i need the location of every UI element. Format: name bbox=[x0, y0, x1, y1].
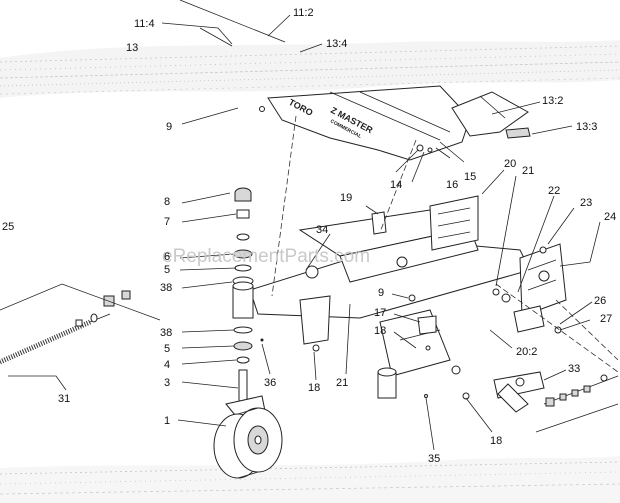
callout-8: 8 bbox=[164, 196, 170, 208]
callout-24: 24 bbox=[604, 211, 616, 223]
caster-stack bbox=[232, 187, 264, 405]
callout-23: 23 bbox=[580, 197, 592, 209]
assembly-lines bbox=[271, 115, 619, 373]
callout-38-top: 38 bbox=[160, 282, 172, 294]
threaded-rod bbox=[0, 283, 161, 365]
control-panel: TORO Z MASTER COMMERCIAL bbox=[267, 85, 471, 161]
hardware bbox=[259, 106, 608, 400]
side-plate bbox=[492, 243, 567, 333]
callout-20: 20 bbox=[504, 158, 516, 170]
callout-5-top: 5 bbox=[164, 264, 170, 276]
callout-34: 34 bbox=[316, 224, 328, 236]
callout-18-bottom: 18 bbox=[490, 435, 502, 447]
callout-18-mid: 18 bbox=[374, 325, 386, 337]
callout-27: 27 bbox=[600, 313, 612, 325]
callout-35: 35 bbox=[428, 453, 440, 465]
callout-20-2: 20:2 bbox=[516, 346, 537, 358]
callout-11-2: 11:2 bbox=[293, 7, 314, 19]
callout-7: 7 bbox=[164, 216, 170, 228]
callout-17: 17 bbox=[374, 307, 386, 319]
callout-13-2: 13:2 bbox=[542, 95, 563, 107]
arm-assembly bbox=[493, 371, 619, 413]
callout-4: 4 bbox=[164, 359, 170, 371]
callout-21-bottom: 21 bbox=[336, 377, 348, 389]
callout-13-4: 13:4 bbox=[326, 38, 347, 50]
callouts: 11:4 11:2 13 13:4 13:2 13:3 9 14 15 16 2… bbox=[2, 7, 616, 465]
callout-5-bottom: 5 bbox=[164, 343, 170, 355]
callout-18-left: 18 bbox=[308, 382, 320, 394]
callout-9-top: 9 bbox=[166, 121, 172, 133]
top-panel bbox=[179, 0, 286, 47]
callout-31: 31 bbox=[58, 393, 70, 405]
callout-15: 15 bbox=[464, 171, 476, 183]
callout-13-3: 13:3 bbox=[576, 121, 597, 133]
callout-6: 6 bbox=[164, 251, 170, 263]
right-cover bbox=[451, 91, 531, 139]
callout-21-top: 21 bbox=[522, 165, 534, 177]
callout-22: 22 bbox=[548, 185, 560, 197]
callout-16: 16 bbox=[446, 179, 458, 191]
callout-14: 14 bbox=[390, 179, 402, 191]
callout-36: 36 bbox=[264, 377, 276, 389]
deck-texture bbox=[0, 40, 620, 503]
caster-wheel bbox=[213, 395, 283, 479]
callout-25: 25 bbox=[2, 221, 14, 233]
callout-9-mid: 9 bbox=[378, 287, 384, 299]
main-frame bbox=[249, 195, 531, 377]
callout-19: 19 bbox=[340, 192, 352, 204]
callout-13: 13 bbox=[126, 42, 138, 54]
callout-38-bottom: 38 bbox=[160, 327, 172, 339]
callout-33: 33 bbox=[568, 363, 580, 375]
callout-3: 3 bbox=[164, 377, 170, 389]
callout-1: 1 bbox=[164, 415, 170, 427]
callout-26: 26 bbox=[594, 295, 606, 307]
watermark: eReplacementParts.com bbox=[162, 246, 370, 267]
callout-11-4: 11:4 bbox=[134, 18, 155, 30]
leader-lines bbox=[8, 14, 619, 451]
